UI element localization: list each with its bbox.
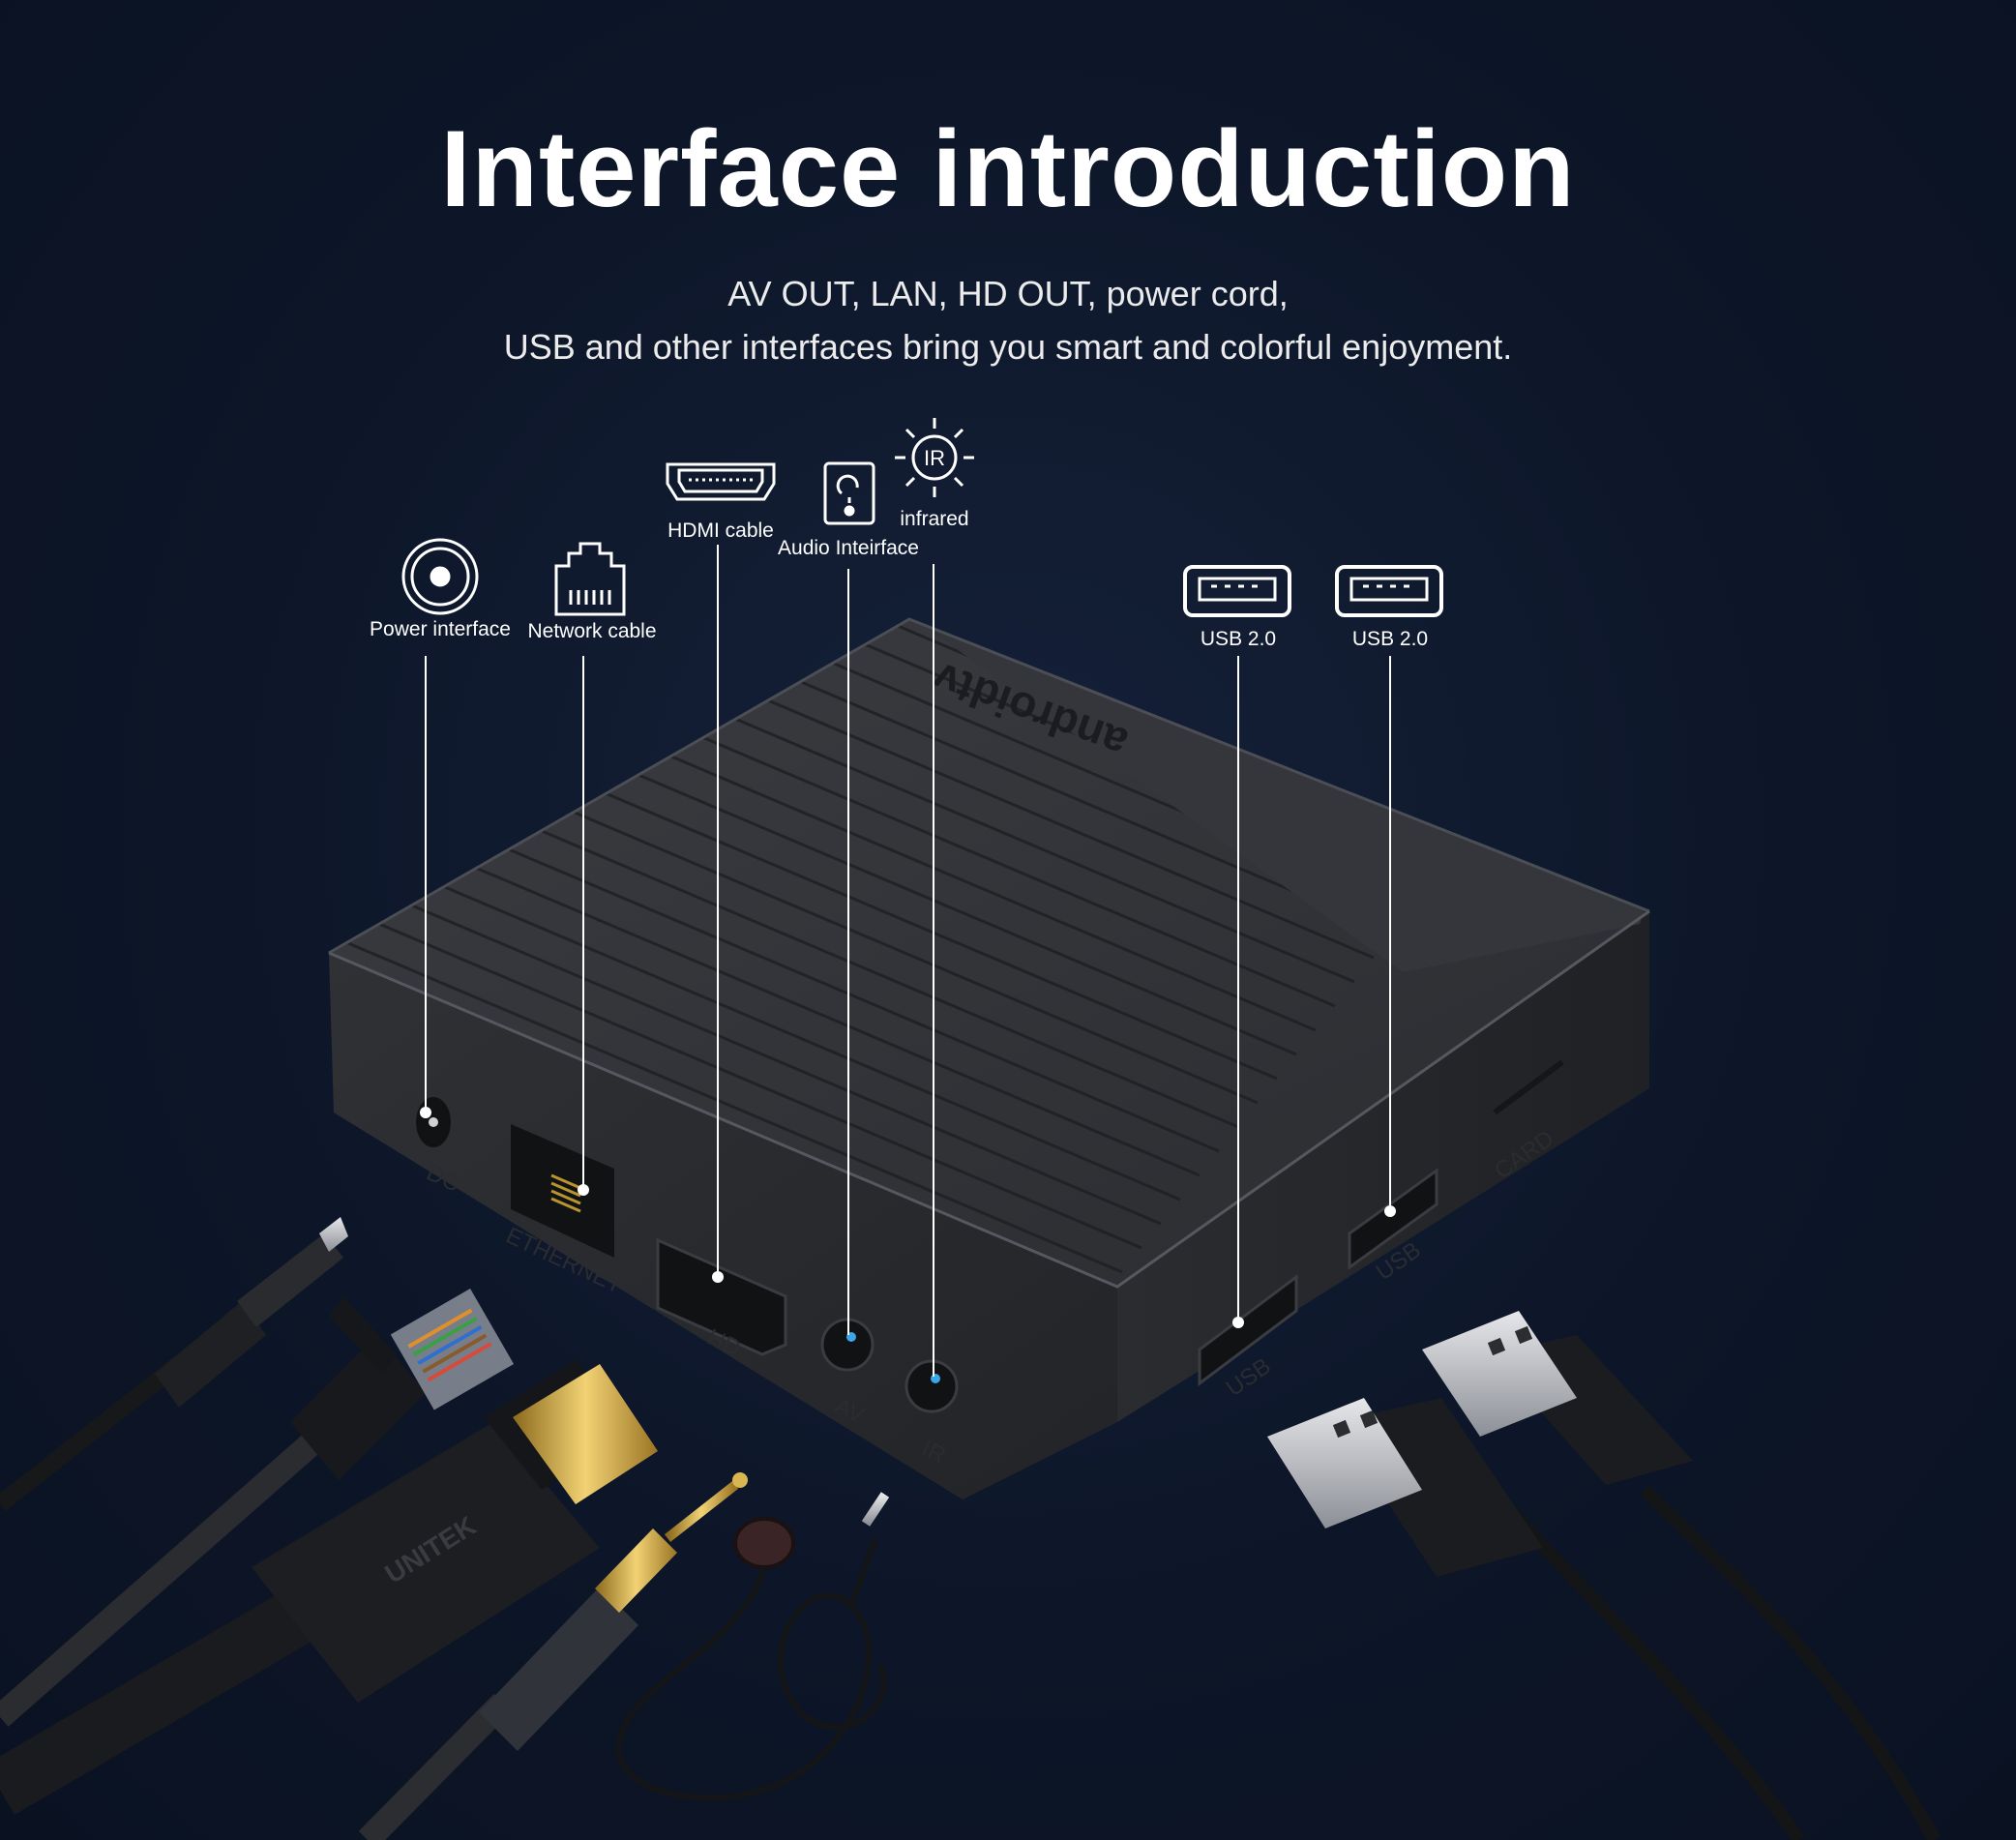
- hd-port: [656, 1237, 787, 1356]
- android-tv-box: androidtv DC ETHERNET HD AV IR USB USB C…: [328, 617, 1650, 1499]
- ethernet-icon: [554, 542, 626, 616]
- callout-lines: [425, 545, 1391, 1377]
- ir-port: [904, 1359, 959, 1413]
- ir-extender-cable: [615, 1492, 890, 1801]
- subtitle-line-1: AV OUT, LAN, HD OUT, power cord,: [727, 274, 1289, 313]
- ethernet-cable: [0, 1289, 515, 1727]
- usb-icon-right: [1335, 565, 1443, 617]
- ir-led: [931, 1374, 940, 1383]
- audio-cable: [358, 1472, 748, 1840]
- usb-cable-front: [1267, 1398, 1805, 1840]
- audio-icon: [823, 461, 875, 525]
- page-title: Interface introduction: [440, 108, 1576, 229]
- hdmi-cable-label: HDMI cable: [667, 519, 774, 542]
- ethernet-port: [511, 1124, 614, 1258]
- card-slot: [1493, 1059, 1564, 1115]
- device-side-right: [1117, 911, 1649, 1422]
- audio-interface-label: Audio Inteirface: [778, 537, 919, 559]
- subtitle-line-2: USB and other interfaces bring you smart…: [503, 327, 1513, 367]
- usb-port-1: [1198, 1274, 1298, 1386]
- power-icon: [401, 538, 479, 615]
- usb-icon-left: [1183, 565, 1291, 617]
- hdmi-icon: [666, 462, 776, 501]
- infrared-icon: [895, 418, 974, 497]
- dc-power-cable: [0, 1217, 348, 1512]
- callout-dots: [420, 1107, 1396, 1328]
- usb-right-label: USB 2.0: [1352, 628, 1428, 650]
- infrared-badge: IR: [924, 446, 945, 470]
- power-interface-label: Power interface: [370, 618, 511, 640]
- usb-cable-back: [1422, 1311, 1942, 1840]
- network-cable-label: Network cable: [527, 620, 656, 642]
- usb-left-label: USB 2.0: [1201, 628, 1276, 650]
- hdmi-cable: UNITEK: [0, 1359, 658, 1815]
- usb-port-2: [1348, 1168, 1438, 1270]
- device-top-smooth: [929, 629, 1645, 972]
- infrared-label: infrared: [900, 508, 968, 530]
